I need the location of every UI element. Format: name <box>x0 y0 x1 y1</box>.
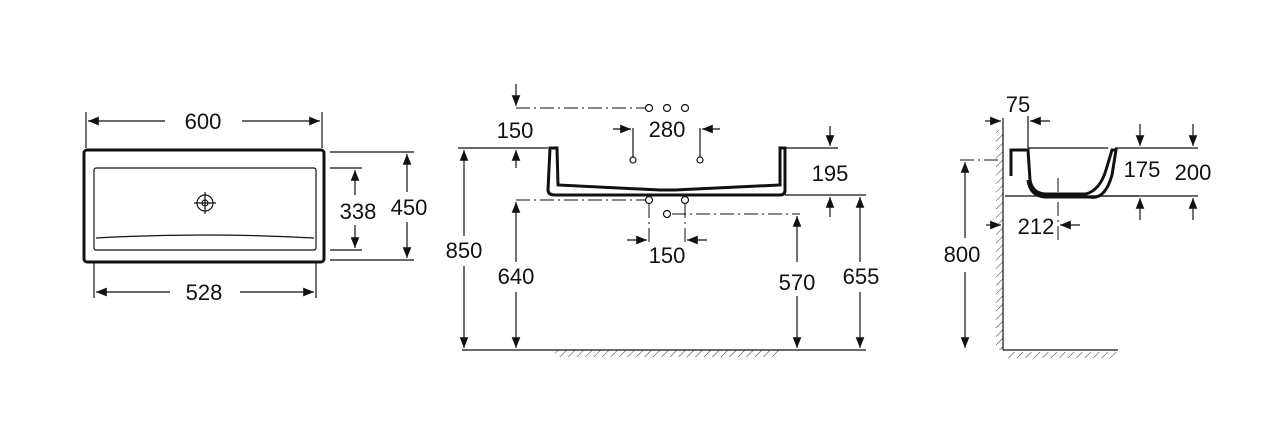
dim-150-bottom: 150 <box>649 243 686 268</box>
floor-hatch <box>1008 352 1118 358</box>
dim-570: 570 <box>779 270 816 295</box>
dim-75: 75 <box>1006 92 1030 117</box>
dim-600: 600 <box>185 109 222 134</box>
basin-outline-outer <box>82 148 326 264</box>
floor-hatch <box>555 350 780 357</box>
dim-280: 280 <box>649 117 686 142</box>
dim-528: 528 <box>186 280 223 305</box>
dim-175: 175 <box>1124 157 1161 182</box>
dim-150-top: 150 <box>497 118 534 143</box>
dim-195: 195 <box>812 161 849 186</box>
dim-850: 850 <box>446 238 483 263</box>
drain-icon <box>194 192 216 214</box>
wall-hatch <box>996 130 1003 350</box>
plan-view: 600 528 338 450 <box>82 109 428 305</box>
basin-outline-inner <box>93 167 317 251</box>
basin-profile <box>1009 148 1118 199</box>
dim-800: 800 <box>944 242 981 267</box>
dim-655: 655 <box>843 264 880 289</box>
basin-section <box>546 146 787 197</box>
dim-450: 450 <box>391 195 428 220</box>
dim-212: 212 <box>1018 214 1055 239</box>
elevation-view: 150 280 195 150 850 640 570 655 <box>446 84 880 357</box>
dim-338: 338 <box>340 199 377 224</box>
side-view: 75 175 200 212 800 <box>944 92 1212 358</box>
dim-640: 640 <box>498 264 535 289</box>
dim-200: 200 <box>1175 160 1212 185</box>
